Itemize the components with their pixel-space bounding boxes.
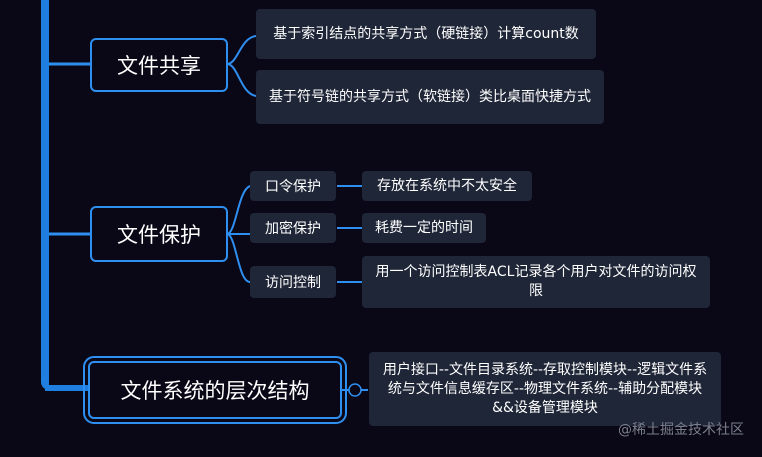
leaf-text: 基于索引结点的共享方式（硬链接）计算count数 — [273, 25, 579, 42]
watermark: @稀土掘金技术社区 — [618, 422, 744, 438]
leaf-encryption-detail[interactable]: 耗费一定的时间 — [362, 213, 486, 243]
sub-label: 访问控制 — [265, 275, 321, 291]
leaf-hard-link[interactable]: 基于索引结点的共享方式（硬链接）计算count数 — [256, 9, 596, 59]
sub-password-protection[interactable]: 口令保护 — [250, 171, 336, 201]
leaf-text: 耗费一定的时间 — [375, 219, 473, 236]
sub-access-control[interactable]: 访问控制 — [250, 266, 336, 298]
leaf-text: 基于符号链的共享方式（软链接）类比桌面快捷方式 — [269, 88, 591, 105]
sub-encryption-protection[interactable]: 加密保护 — [250, 213, 336, 243]
node-label: 文件系统的层次结构 — [120, 379, 310, 403]
node-label: 文件共享 — [117, 54, 201, 78]
leaf-text: 存放在系统中不太安全 — [377, 177, 517, 194]
connector-protection-trunk — [226, 185, 251, 283]
leaf-hierarchy-detail[interactable]: 用户接口--文件目录系统--存取控制模块--逻辑文件系统与文件信息缓存区--物理… — [369, 352, 721, 426]
leaf-access-control-detail[interactable]: 用一个访问控制表ACL记录各个用户对文件的访问权限 — [362, 256, 710, 308]
leaf-text: 用一个访问控制表ACL记录各个用户对文件的访问权限 — [375, 264, 697, 299]
leaf-text: 用户接口--文件目录系统--存取控制模块--逻辑文件系统与文件信息缓存区--物理… — [382, 361, 708, 416]
mindmap-spine — [41, 0, 49, 390]
sub-label: 口令保护 — [265, 179, 321, 195]
connector-sharing-1 — [226, 35, 257, 65]
collapse-toggle-icon — [348, 383, 362, 397]
leaf-password-detail[interactable]: 存放在系统中不太安全 — [362, 171, 532, 201]
node-file-protection[interactable]: 文件保护 — [90, 206, 228, 262]
node-file-sharing[interactable]: 文件共享 — [90, 38, 228, 92]
leaf-soft-link[interactable]: 基于符号链的共享方式（软链接）类比桌面快捷方式 — [256, 70, 604, 124]
connector-sharing-2 — [226, 63, 257, 97]
node-file-system-hierarchy[interactable]: 文件系统的层次结构 — [83, 356, 347, 424]
sub-label: 加密保护 — [265, 221, 321, 237]
node-label: 文件保护 — [117, 223, 201, 247]
